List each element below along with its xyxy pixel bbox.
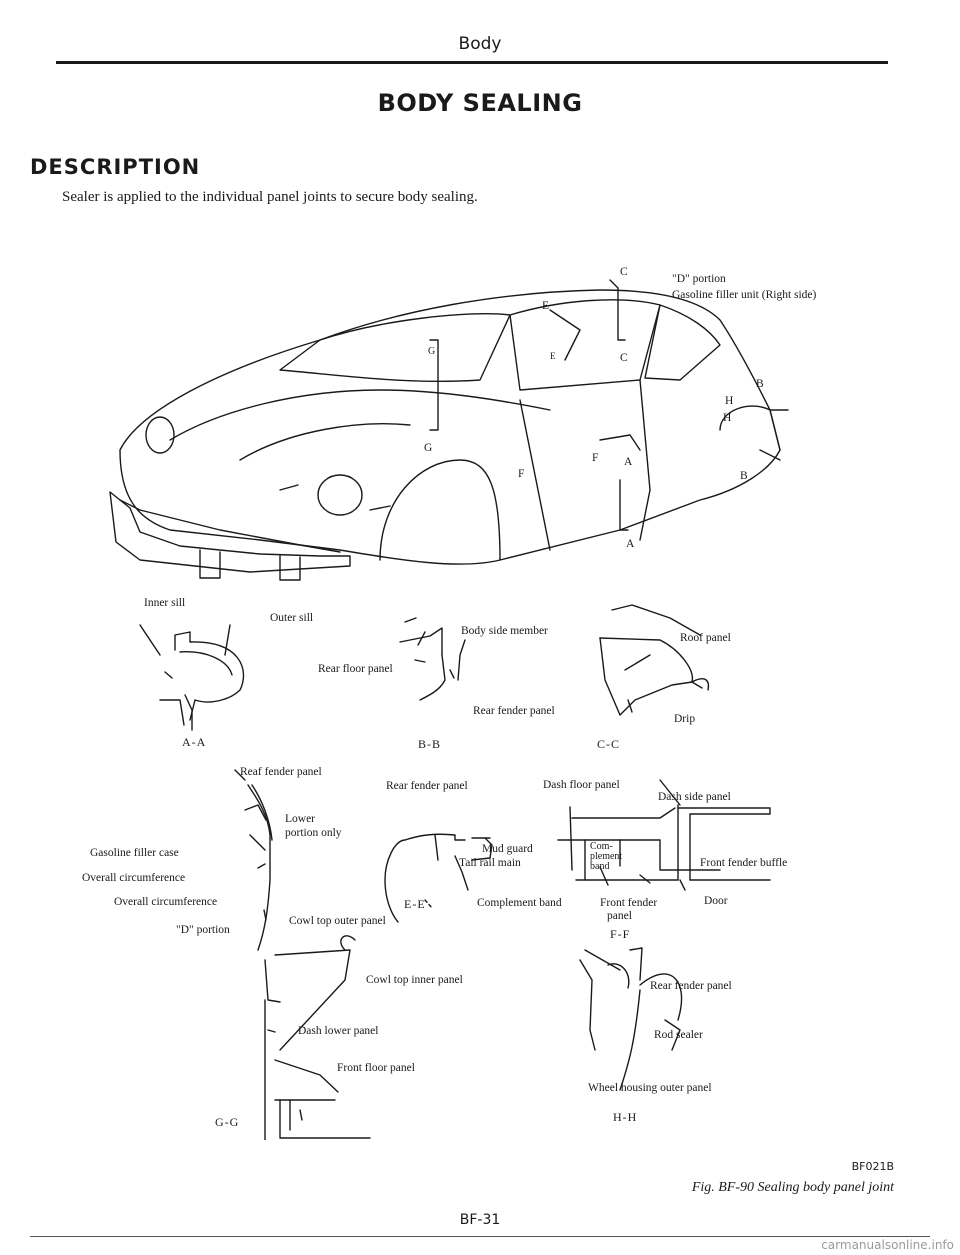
caption-a-a: A-A: [182, 735, 207, 749]
car-cut-b-bottom: B: [740, 470, 748, 482]
label-mud-guard: Mud guard: [482, 843, 533, 855]
label-roof-panel: Roof panel: [680, 632, 731, 644]
watermark: carmanualsonline.info: [821, 1238, 954, 1252]
label-dash-lower-panel: Dash lower panel: [298, 1025, 379, 1037]
caption-e-e: E-E: [404, 897, 426, 911]
car-d-portion-label: "D" portion: [672, 273, 726, 285]
label-cowl-top-outer-panel: Cowl top outer panel: [289, 915, 386, 927]
label-rear-fender-panel-bb: Rear fender panel: [473, 705, 555, 717]
car-cut-f-right: F: [592, 452, 599, 464]
label-overall-circumference-2: Overall circumference: [114, 896, 218, 908]
label-rod-sealer: Rod sealer: [654, 1029, 703, 1041]
label-inner-sill: Inner sill: [144, 597, 186, 609]
leader-line: [679, 879, 686, 891]
car-cut-b-top: B: [756, 378, 764, 390]
label-front-fender-buffle: Front fender buffle: [700, 857, 788, 869]
label-rear-fender-panel-hh: Rear fender panel: [650, 980, 732, 992]
label-rear-fender-panel-ee: Rear fender panel: [386, 780, 468, 792]
label-dash-floor-panel: Dash floor panel: [543, 779, 620, 791]
label-front-fender: Front fender: [600, 897, 658, 909]
section-f-f-drawing: [557, 804, 771, 886]
figure-caption: Fig. BF-90 Sealing body panel joint: [691, 1180, 894, 1195]
label-rear-floor-panel: Rear floor panel: [318, 663, 393, 675]
car-cut-g-bottom: G: [424, 442, 433, 454]
sealing-figure: C E E C G G F F A A B B H H "D" portion …: [80, 260, 900, 1140]
label-outer-sill: Outer sill: [270, 612, 314, 624]
label-front-fender-panel: panel: [607, 910, 632, 922]
leader-line: [624, 654, 651, 671]
caption-f-f: F-F: [610, 927, 631, 941]
caption-c-c: C-C: [597, 737, 621, 751]
section-heading: DESCRIPTION: [30, 155, 201, 179]
caption-h-h: H-H: [613, 1110, 638, 1124]
label-overall-circumference-1: Overall circumference: [82, 872, 186, 884]
label-reaf-fender-panel: Reaf fender panel: [240, 766, 322, 778]
figure-code: BF021B: [851, 1160, 894, 1173]
car-cut-c-mid: C: [620, 352, 628, 364]
car-cut-a-top: A: [624, 456, 633, 468]
car-cut-h-bottom: H: [723, 412, 732, 424]
car-cut-g-top: G: [428, 346, 436, 357]
car-cut-h-top: H: [725, 395, 734, 407]
label-tail-rail-main: Tail rail main: [459, 857, 521, 869]
label-wheel-housing-outer-panel: Wheel housing outer panel: [588, 1082, 712, 1094]
page-title: BODY SEALING: [377, 89, 583, 117]
label-complement-band-inner: Com-plement band: [590, 841, 623, 872]
section-h-h-drawing: [579, 947, 683, 1091]
label-front-floor-panel: Front floor panel: [337, 1062, 415, 1074]
car-cut-a-bottom: A: [626, 538, 635, 550]
section-a-a-drawing: [139, 624, 245, 731]
page-number: BF-31: [459, 1212, 501, 1228]
label-gasoline-filler-case: Gasoline filler case: [90, 847, 179, 859]
car-cut-f-left: F: [518, 468, 525, 480]
label-body-side-member: Body side member: [461, 625, 548, 637]
label-complement-band: Complement band: [477, 897, 562, 909]
car-cut-c-top: C: [620, 266, 628, 278]
car-cut-e-small: E: [550, 351, 556, 361]
running-header: Body: [458, 34, 502, 54]
figure-drawing: [109, 279, 789, 1140]
section-c-c-drawing: [599, 604, 710, 716]
label-drip: Drip: [674, 713, 696, 725]
caption-g-g: G-G: [215, 1115, 240, 1129]
section-b-b-drawing: [399, 617, 466, 701]
label-d-portion: "D" portion: [176, 924, 230, 936]
section-e-e-drawing: [384, 833, 493, 923]
label-door: Door: [704, 895, 728, 907]
leader-line: [659, 779, 681, 806]
caption-b-b: B-B: [418, 737, 442, 751]
intro-paragraph: Sealer is applied to the individual pane…: [62, 189, 478, 205]
label-cowl-top-inner-panel: Cowl top inner panel: [366, 974, 463, 986]
label-portion-only: portion only: [285, 827, 342, 839]
section-g-g-drawing: [264, 935, 371, 1140]
label-lower: Lower: [285, 813, 316, 825]
section-d-portion-drawing: [234, 769, 273, 951]
header-rule: [56, 61, 888, 64]
car-cut-e-top: E: [542, 300, 550, 312]
car-illustration: [109, 279, 789, 581]
footer-rule: [30, 1236, 930, 1237]
label-dash-side-panel: Dash side panel: [658, 791, 731, 803]
car-gasoline-filler-label: Gasoline filler unit (Right side): [672, 289, 817, 301]
